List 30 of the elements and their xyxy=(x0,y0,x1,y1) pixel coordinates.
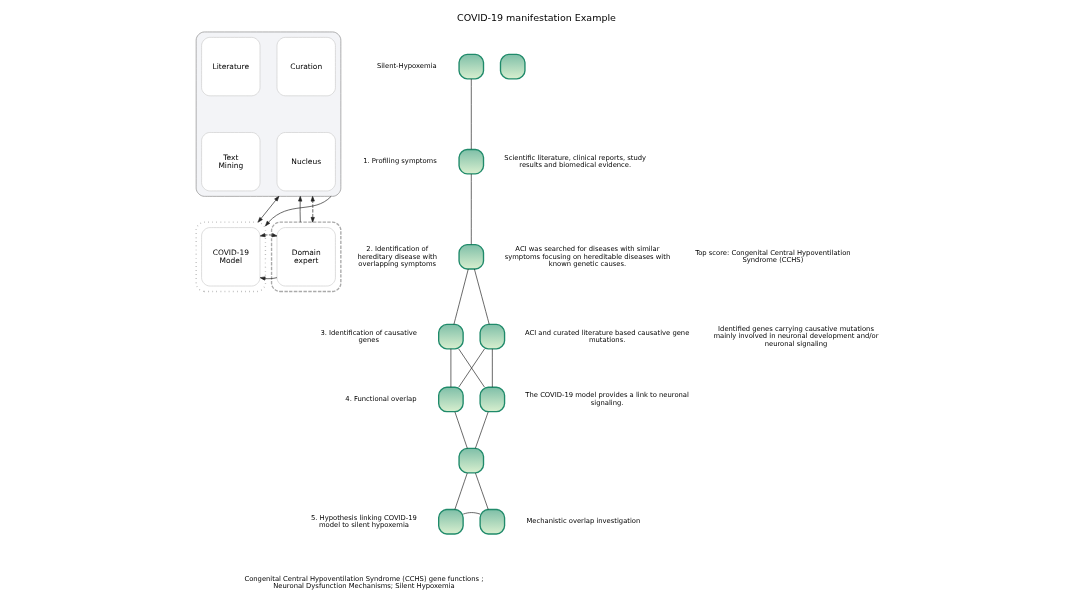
connector xyxy=(491,348,493,388)
connector xyxy=(473,268,490,325)
cluster xyxy=(195,31,341,197)
connector xyxy=(462,512,480,515)
arrow xyxy=(259,233,277,238)
node-box xyxy=(478,508,505,535)
node-box xyxy=(457,447,484,474)
connector xyxy=(457,348,485,388)
connector xyxy=(470,173,472,245)
arrow xyxy=(297,196,302,223)
connector xyxy=(454,411,468,449)
node-box xyxy=(437,323,464,350)
node-box xyxy=(457,148,484,175)
connector xyxy=(474,472,489,510)
connector xyxy=(474,411,489,449)
arrow xyxy=(264,196,331,227)
connector xyxy=(453,268,469,325)
node-box xyxy=(478,323,505,350)
connector xyxy=(454,472,468,510)
arrow xyxy=(310,196,315,223)
arrow xyxy=(257,196,279,223)
node-box xyxy=(437,386,464,413)
node-box xyxy=(478,386,505,413)
connector xyxy=(470,78,472,150)
arrow xyxy=(259,276,277,281)
diagram-title: COVID-19 manifestation Example xyxy=(456,12,616,24)
node-box xyxy=(457,243,484,270)
node-box xyxy=(499,53,526,80)
node-box xyxy=(437,508,464,535)
node-box xyxy=(457,53,484,80)
